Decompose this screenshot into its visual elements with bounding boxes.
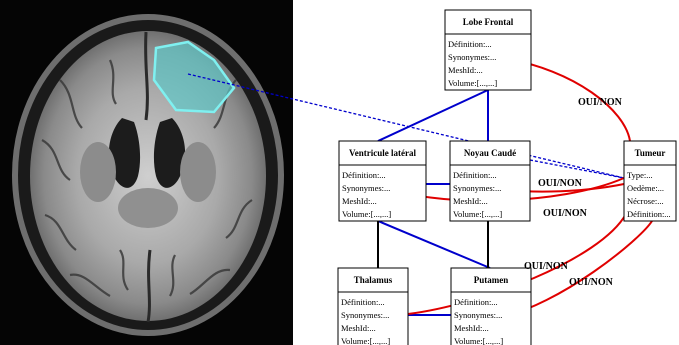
relation-label: OUI/NON (543, 208, 588, 219)
node-attribute: Synonymes:... (342, 183, 390, 193)
node-title: Putamen (474, 275, 509, 285)
left-basal-ganglia (80, 142, 116, 202)
node-attribute: Synonymes:... (454, 310, 502, 320)
relation-label: OUI/NON (569, 277, 614, 288)
node-attribute: Synonymes:... (341, 310, 389, 320)
tumor-link-edge (530, 160, 624, 178)
node-title: Tumeur (635, 148, 666, 158)
node-attribute: Volume:[...,...] (448, 78, 497, 88)
node-attribute: MeshId:... (341, 323, 376, 333)
relation-label: OUI/NON (578, 97, 623, 108)
node-attribute: Définition:... (627, 209, 671, 219)
node-title: Ventricule latéral (349, 148, 416, 158)
node-attribute: Type:... (627, 170, 653, 180)
node-attribute: MeshId:... (453, 196, 488, 206)
node-title: Thalamus (354, 275, 393, 285)
node-title: Noyau Caudé (464, 148, 516, 158)
node-attribute: Définition:... (448, 39, 492, 49)
structural-edge (378, 90, 488, 141)
node-attribute: Volume:[...,...] (342, 209, 391, 219)
thalami (118, 188, 178, 228)
node-title: Lobe Frontal (463, 17, 514, 27)
node-attribute: Synonymes:... (448, 52, 496, 62)
node-attribute: Nécrose:... (627, 196, 664, 206)
node-attribute: Définition:... (342, 170, 386, 180)
mri-brain-image (0, 0, 293, 345)
relation-label: OUI/NON (524, 261, 569, 272)
node-attribute: Oedème:... (627, 183, 664, 193)
node-attribute: Définition:... (454, 297, 498, 307)
structural-edge (378, 221, 490, 268)
relation-label: OUI/NON (538, 178, 583, 189)
right-basal-ganglia (180, 142, 216, 202)
node-attribute: MeshId:... (448, 65, 483, 75)
node-attribute: Volume:[...,...] (454, 336, 503, 345)
node-attribute: Définition:... (453, 170, 497, 180)
node-attribute: MeshId:... (454, 323, 489, 333)
node-attribute: Synonymes:... (453, 183, 501, 193)
node-attribute: MeshId:... (342, 196, 377, 206)
node-attribute: Volume:[...,...] (341, 336, 390, 345)
node-attribute: Définition:... (341, 297, 385, 307)
node-attribute: Volume:[...,...] (453, 209, 502, 219)
